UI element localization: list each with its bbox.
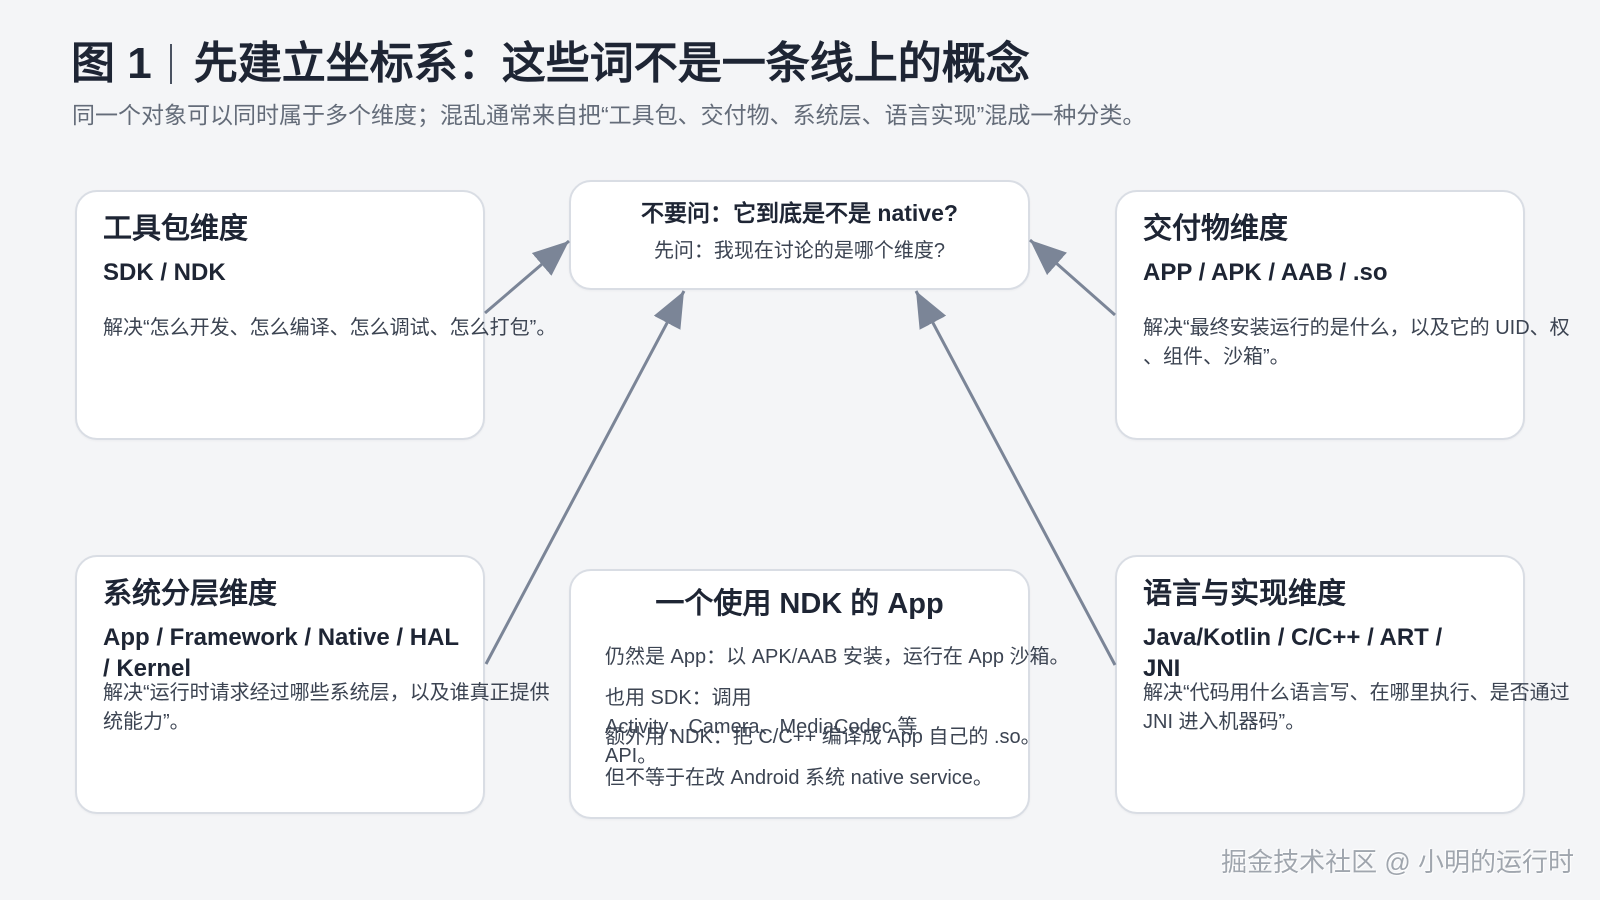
dimension-terms: App / Framework / Native / HAL / Kernel [103,622,459,684]
dimension-description-line: 、组件、沙箱”。 [1143,346,1290,368]
dimension-description-line: 解决“代码用什么语言写、在哪里执行、是否通过 [1143,682,1570,704]
example-title: 一个使用 NDK 的 App [655,588,944,620]
example-line-ndk: 额外用 NDK：把 C/C++ 编译成 App 自己的 .so。 [605,726,1041,748]
dimension-card-system-layer: 系统分层维度 App / Framework / Native / HAL / … [75,555,550,814]
dimension-terms-line: Java/Kotlin / C/C++ / ART / [1143,624,1443,651]
dimension-description: 解决“代码用什么语言写、在哪里执行、是否通过 JNI 进入机器码”。 [1143,679,1597,737]
question-dont-ask: 不要问：它到底是不是 native? [641,200,958,226]
dimension-terms-line: APP / APK / AAB / .so [1143,259,1388,286]
figure-subtitle: 同一个对象可以同时属于多个维度；混乱通常来自把“工具包、交付物、系统层、语言实现… [72,102,1146,128]
example-card: 一个使用 NDK 的 App 仍然是 App：以 APK/AAB 安装，运行在 … [569,569,1070,819]
dimension-card-toolkit: 工具包维度 SDK / NDK 解决“怎么开发、怎么编译、怎么调试、怎么打包”。 [75,190,556,440]
dimension-title: 工具包维度 [103,213,249,245]
example-line-not-system: 但不等于在改 Android 系统 native service。 [605,767,993,789]
figure-title: 图 1 先建立坐标系：这些词不是一条线上的概念 [71,37,1030,91]
dimension-description: 解决“怎么开发、怎么编译、怎么调试、怎么打包”。 [103,314,593,343]
figure-label: 图 1 [71,39,152,88]
dimension-description-line: 统能力”。 [103,711,190,733]
dimension-title: 语言与实现维度 [1143,578,1347,610]
question-ask: 先问：我现在讨论的是哪个维度? [653,240,946,262]
title-divider [169,44,172,84]
dimension-title: 交付物维度 [1143,213,1289,245]
arrow-deliverable-to-question [1029,238,1116,317]
example-line-sdk-apis: Activity、Camera、MediaCodec 等 [605,716,918,738]
figure-title-text: 先建立坐标系：这些词不是一条线上的概念 [193,39,1030,88]
dimension-terms-line: / Kernel [103,655,192,682]
dimension-card-language: 语言与实现维度 Java/Kotlin / C/C++ / ART / JNI … [1115,555,1570,814]
example-line-sdk: 也用 SDK：调用 [605,687,752,709]
dimension-description: 解决“运行时请求经过哪些系统层，以及谁真正提供 统能力”。 [103,679,593,737]
dimension-terms: Java/Kotlin / C/C++ / ART / JNI [1143,622,1442,684]
dimension-terms-line: JNI [1143,655,1181,682]
example-line-app: 仍然是 App：以 APK/AAB 安装，运行在 App 沙箱。 [605,646,1070,668]
dimension-description-line: JNI 进入机器码”。 [1143,711,1306,733]
example-line-sdk-api-end: API。 [605,745,658,767]
dimension-card-deliverable: 交付物维度 APP / APK / AAB / .so 解决“最终安装运行的是什… [1115,190,1570,440]
dimension-terms-line: SDK / NDK [103,259,226,286]
arrow-toolkit-to-question [484,239,570,315]
dimension-description-line: 解决“怎么开发、怎么编译、怎么调试、怎么打包”。 [103,317,557,339]
dimension-description-line: 解决“运行时请求经过哪些系统层，以及谁真正提供 [103,682,550,704]
dimension-terms-line: App / Framework / Native / HAL [103,624,460,651]
dimension-description: 解决“最终安装运行的是什么，以及它的 UID、权 、组件、沙箱”。 [1143,314,1597,372]
dimension-terms: APP / APK / AAB / .so [1143,257,1388,288]
dimension-terms: SDK / NDK [103,257,226,288]
dimension-title: 系统分层维度 [103,578,278,610]
watermark: 掘金技术社区 @ 小明的运行时 [1221,847,1574,877]
central-question-card: 不要问：它到底是不是 native? 先问：我现在讨论的是哪个维度? [569,180,1030,290]
dimension-description-line: 解决“最终安装运行的是什么，以及它的 UID、权 [1143,317,1570,339]
